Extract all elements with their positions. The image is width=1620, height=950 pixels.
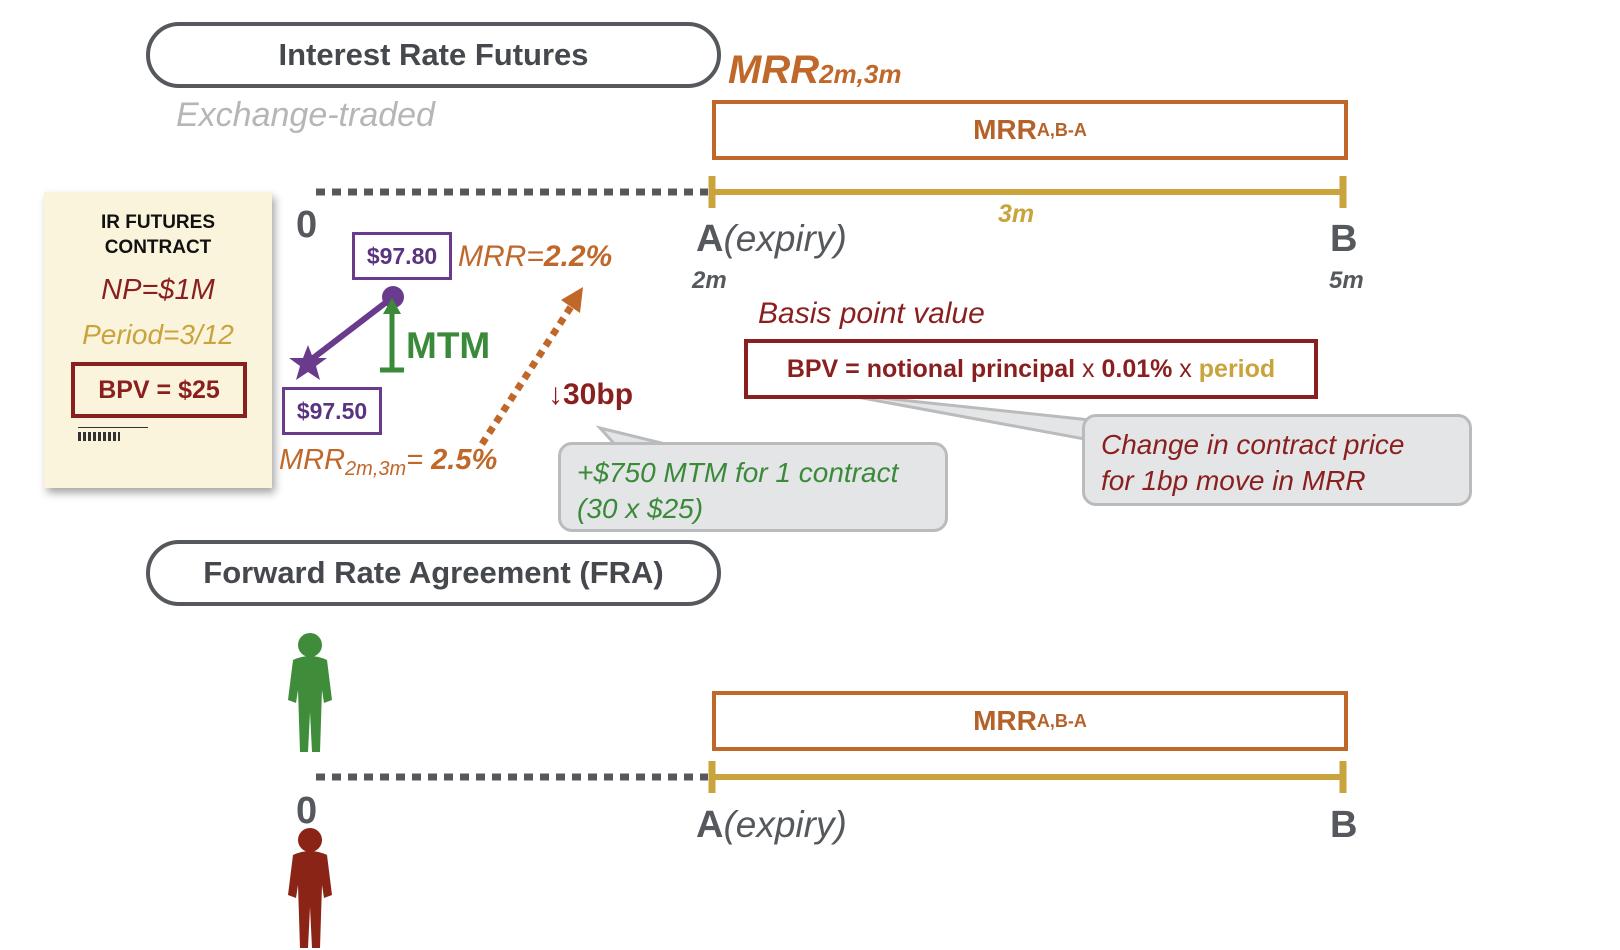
contract-card: IR FUTURES CONTRACT NP=$1M Period=3/12 B… xyxy=(44,192,272,488)
card-title-line1: IR FUTURES xyxy=(101,212,215,233)
person-green-icon xyxy=(288,633,332,752)
top-mrr-label: MRR2m,3m xyxy=(728,48,901,93)
mtm-arrow-head xyxy=(383,298,401,314)
mrr-bar-top-sub: A,B-A xyxy=(1036,119,1087,140)
bpv-heading: Basis point value xyxy=(758,297,985,330)
point-b-bottom: B xyxy=(1330,804,1358,846)
timeline-a-label-top: A(expiry) xyxy=(696,218,847,261)
mtm-callout-line2: (30 x $25) xyxy=(577,493,704,524)
mrr-bar-bottom-main: MRR xyxy=(973,705,1037,736)
mrr-old-sub: 2m,3m xyxy=(345,458,407,480)
rate-move-arrow xyxy=(479,300,577,446)
point-b-top: B xyxy=(1330,218,1358,260)
mrr-old-eq: = xyxy=(406,444,432,476)
mrr-old-value: 2.5% xyxy=(431,444,498,476)
timeline-zero-bottom: 0 xyxy=(296,790,318,832)
bpv-callout-line2: for 1bp move in MRR xyxy=(1101,465,1366,496)
price-low-box: $97.50 xyxy=(282,387,382,435)
fra-title-pill: Forward Rate Agreement (FRA) xyxy=(146,540,721,606)
mtm-callout: +$750 MTM for 1 contract (30 x $25) xyxy=(558,442,948,532)
card-title-line2: CONTRACT xyxy=(104,237,212,258)
period-label: 3m xyxy=(998,200,1035,228)
card-title: IR FUTURES CONTRACT xyxy=(44,210,272,260)
mtm-callout-line1: +$750 MTM for 1 contract xyxy=(577,457,899,488)
person-maroon-icon xyxy=(288,828,332,948)
point-a-top: A xyxy=(696,218,724,260)
bpv-callout-tail xyxy=(834,391,1092,442)
bpv-formula-box: BPV = notional principal x 0.01% x perio… xyxy=(744,339,1318,399)
card-bpv-box: BPV = $25 xyxy=(71,362,247,418)
futures-title-pill: Interest Rate Futures xyxy=(146,22,721,88)
card-period: Period=3/12 xyxy=(82,319,234,350)
point-a-bottom: A xyxy=(696,804,724,846)
bpv-formula-a: BPV = notional principal xyxy=(786,354,1076,383)
mrr-bar-top-main: MRR xyxy=(973,114,1037,145)
top-mrr-sub: 2m,3m xyxy=(819,59,902,89)
rate-move-arrowhead xyxy=(561,287,583,313)
bpv-formula-c: period xyxy=(1198,354,1276,383)
timeline-zero-top: 0 xyxy=(296,204,318,246)
expiry-top: (expiry) xyxy=(723,218,847,259)
price-move-line xyxy=(306,294,395,365)
mrr-new-value: 2.2% xyxy=(543,240,613,273)
bpv-callout-line1: Change in contract price xyxy=(1101,429,1405,460)
bpv-formula-b: 0.01% xyxy=(1101,354,1173,383)
mrr-old-main: MRR xyxy=(279,444,346,476)
rate-move-label: ↓30bp xyxy=(548,378,634,411)
top-mrr-main: MRR xyxy=(728,48,820,92)
price-high-box: $97.80 xyxy=(352,232,452,280)
bpv-x1: x xyxy=(1075,354,1102,383)
futures-title: Interest Rate Futures xyxy=(278,37,589,72)
futures-subtitle: Exchange-traded xyxy=(176,96,435,134)
mrr-new: MRR=2.2% xyxy=(458,240,612,274)
timeline-a-label-bottom: A(expiry) xyxy=(696,804,847,847)
time-b: 5m xyxy=(1329,267,1364,294)
card-signature-line xyxy=(78,427,148,428)
bpv-callout: Change in contract price for 1bp move in… xyxy=(1082,414,1472,506)
expiry-bottom: (expiry) xyxy=(723,804,847,845)
fra-title: Forward Rate Agreement (FRA) xyxy=(203,555,664,590)
card-np: NP=$1M xyxy=(101,274,215,306)
card-barcode xyxy=(78,432,120,441)
price-star-icon xyxy=(289,345,327,380)
mrr-bar-bottom-sub: A,B-A xyxy=(1036,710,1087,731)
mtm-label: MTM xyxy=(406,325,491,366)
mrr-old: MRR2m,3m= 2.5% xyxy=(279,444,498,480)
mrr-new-prefix: MRR= xyxy=(458,240,544,273)
price-dot xyxy=(382,286,404,308)
time-a: 2m xyxy=(692,267,727,294)
bpv-x2: x xyxy=(1172,354,1199,383)
